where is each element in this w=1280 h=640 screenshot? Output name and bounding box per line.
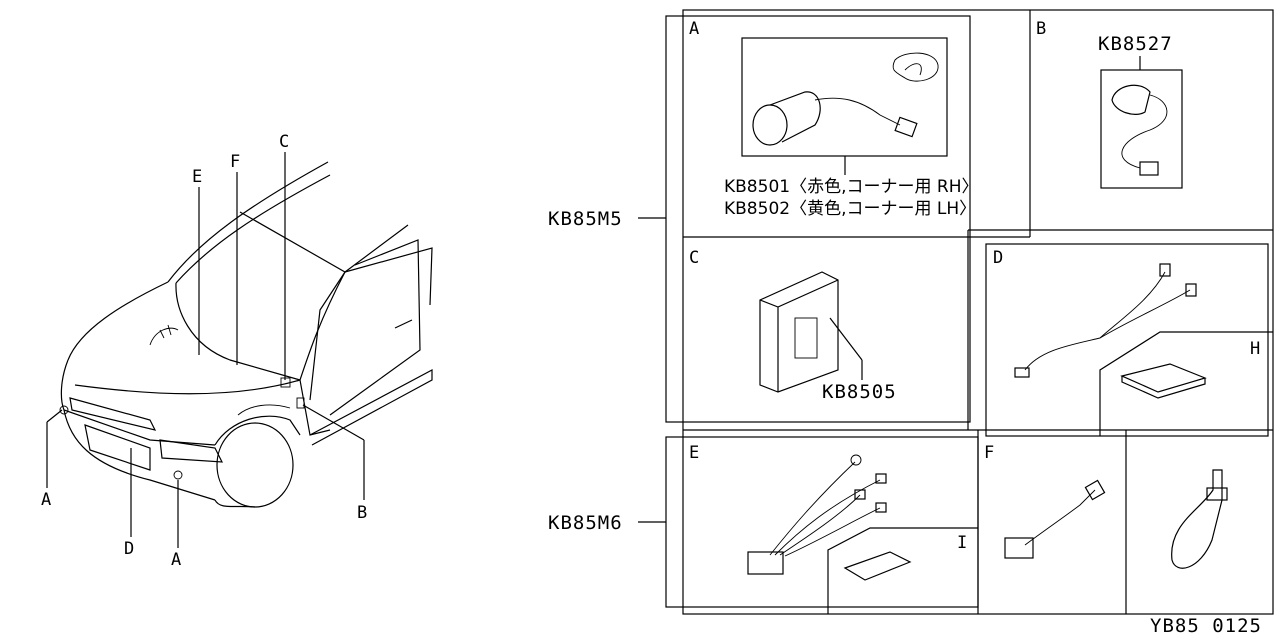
connector-f-icon	[1004, 537, 1034, 559]
hood-left-edge	[67, 281, 169, 361]
panel-d: D H	[993, 248, 1260, 399]
panel-c-letter: C	[689, 248, 699, 268]
callout-e: E	[192, 167, 202, 187]
sensor-icon	[1111, 84, 1151, 115]
callout-d: D	[124, 539, 134, 559]
diagram-code: YB85 0125	[1150, 615, 1262, 637]
harness-e-icon	[769, 461, 856, 556]
part-kb8502: KB8502〈黄色,コーナー用 LH〉	[724, 199, 976, 219]
panel-a: A KB8501〈赤色,コーナー用 RH〉 KB8502〈黄色,コーナー用 LH…	[689, 19, 978, 219]
side-sill	[309, 369, 433, 446]
hood-crease	[175, 282, 301, 381]
group-code-top: KB85M5	[548, 208, 623, 230]
callout-a-left: A	[41, 490, 51, 510]
a-pillar	[309, 271, 346, 401]
group-code-bottom: KB85M6	[548, 512, 623, 534]
panel-grid	[682, 9, 1274, 615]
callout-a-right: A	[171, 550, 181, 570]
part-kb8501: KB8501〈赤色,コーナー用 RH〉	[724, 177, 978, 197]
panel-d-letter: D	[993, 248, 1003, 268]
lamp-a-right	[173, 470, 183, 480]
panel-a-letter: A	[689, 19, 699, 39]
part-kb8527: KB8527	[1098, 33, 1173, 55]
lamp-socket-frame	[741, 37, 948, 157]
panel-h-letter: H	[1250, 339, 1260, 359]
headlamp-left	[159, 439, 224, 463]
harness-d-icon	[1024, 271, 1166, 371]
front-door	[329, 239, 421, 416]
group-kb85m6: KB85M6	[548, 436, 979, 608]
front-wheel	[216, 422, 294, 508]
sensor-frame	[1100, 69, 1183, 189]
panel-e-letter: E	[689, 443, 699, 463]
harness-f	[237, 404, 291, 416]
grille	[84, 424, 151, 471]
panel-f-letter: F	[984, 443, 994, 463]
group-kb85m5: KB85M5	[548, 15, 971, 423]
part-kb8505: KB8505	[822, 381, 897, 403]
panel-f: F	[984, 443, 1106, 559]
panel-b-letter: B	[1036, 19, 1046, 39]
harness-e	[149, 324, 179, 346]
panel-e: E I	[689, 443, 967, 581]
lamp-a-left	[59, 405, 69, 415]
callout-f: F	[230, 152, 240, 172]
connector-e-icon	[747, 551, 784, 575]
connector-b	[296, 397, 305, 409]
vehicle-drawing: E F C A D A B	[41, 132, 433, 570]
harness-f-icon	[1024, 489, 1096, 546]
panel-b: B KB8527	[1036, 19, 1183, 189]
windshield-base	[239, 211, 409, 273]
callout-b: B	[357, 503, 367, 523]
panel-c: C KB8505	[689, 248, 897, 403]
front-bumper	[63, 409, 216, 501]
pad-i-icon	[843, 551, 912, 581]
callout-c: C	[279, 132, 289, 152]
lamp-socket-icon	[752, 104, 788, 146]
panel-i-letter: I	[957, 533, 967, 553]
control-unit-icon	[759, 271, 839, 393]
roof-line-front	[167, 161, 329, 283]
panel-clip	[1171, 469, 1228, 569]
front-fender	[214, 415, 301, 446]
cable-tie-icon	[1171, 469, 1223, 569]
